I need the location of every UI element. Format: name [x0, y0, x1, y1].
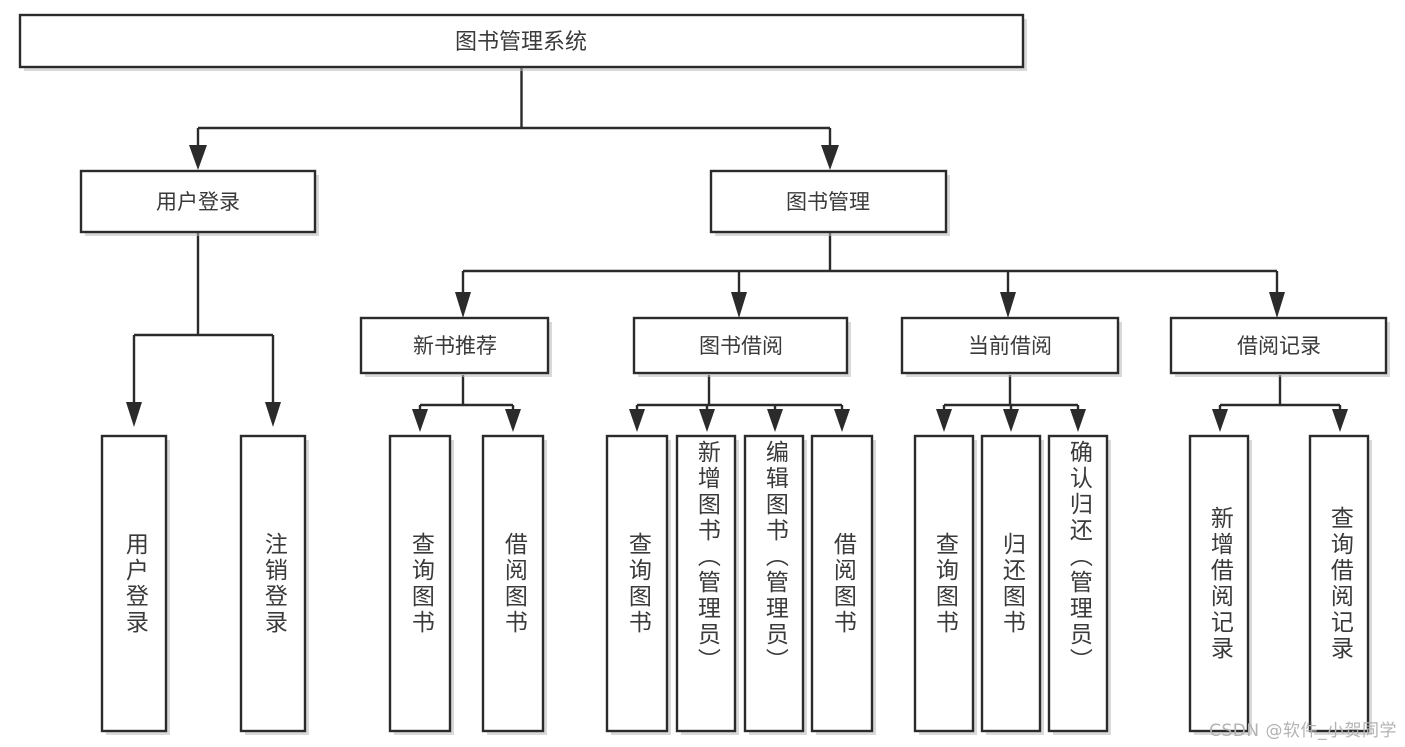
leaf-box-user-login-2[interactable]	[239, 434, 309, 735]
leaf-box-new-book-1[interactable]	[388, 434, 454, 735]
leaf-rect[interactable]	[913, 434, 975, 733]
leaf-box-book-borrow-2[interactable]	[675, 434, 739, 735]
node-borrow-records-label: 借阅记录	[1237, 334, 1321, 358]
leaf-box-current-borrow-3[interactable]	[1047, 434, 1111, 735]
node-current-borrow[interactable]: 当前借阅	[900, 316, 1122, 377]
watermark-text: CSDN @软件_小贺同学	[1209, 721, 1397, 741]
connector-group-bookborrow	[629, 375, 850, 432]
connector-group-borrowrecords	[1212, 375, 1348, 432]
node-current-borrow-label: 当前借阅	[968, 334, 1052, 358]
leaf-box-book-borrow-3[interactable]	[743, 434, 807, 735]
arrowhead-newbook	[455, 292, 471, 318]
leaf-rect[interactable]	[481, 434, 545, 733]
leaf-box-current-borrow-2[interactable]	[980, 434, 1044, 735]
connector-group-bookmgmt	[455, 232, 1285, 318]
arrowhead-bookmgmt	[821, 145, 839, 170]
node-user-login-box[interactable]	[79, 169, 317, 234]
node-new-book-recommend-box[interactable]	[359, 316, 550, 375]
leaf-box-borrow-records-2[interactable]	[1308, 434, 1372, 735]
arrowhead-bookborrow-leaf-4	[834, 409, 850, 432]
leaf-rect[interactable]	[239, 434, 307, 733]
node-root-label: 图书管理系统	[455, 30, 587, 55]
arrowhead-borrowrecords-leaf-1	[1212, 409, 1228, 432]
leaf-box-user-login-1[interactable]	[100, 434, 170, 735]
node-book-borrow[interactable]: 图书借阅	[632, 316, 851, 377]
connector-group-newbook	[412, 375, 521, 432]
leaf-box-book-borrow-1[interactable]	[605, 434, 671, 735]
leaf-box-new-book-2[interactable]	[481, 434, 547, 735]
arrowhead-borrowrecords	[1269, 292, 1285, 318]
arrowhead-userlogin-leaf-2	[265, 402, 281, 427]
arrowhead-borrowrecords-leaf-2	[1332, 409, 1348, 432]
node-book-management-label: 图书管理	[786, 190, 870, 214]
node-borrow-records[interactable]: 借阅记录	[1169, 316, 1390, 377]
arrowhead-newbook-leaf-1	[412, 409, 428, 432]
leaf-rect[interactable]	[1188, 434, 1250, 733]
node-current-borrow-box[interactable]	[900, 316, 1120, 375]
arrowhead-bookborrow-leaf-2	[699, 409, 715, 432]
arrowhead-bookborrow-leaf-1	[629, 409, 645, 432]
leaf-box-current-borrow-1[interactable]	[913, 434, 977, 735]
arrowhead-bookborrow-leaf-3	[767, 409, 783, 432]
node-borrow-records-box[interactable]	[1169, 316, 1388, 375]
leaf-rect[interactable]	[605, 434, 669, 733]
leaf-rect[interactable]	[100, 434, 168, 733]
arrowhead-newbook-leaf-2	[505, 409, 521, 432]
node-user-login-label: 用户登录	[156, 190, 240, 214]
arrowhead-currentborrow	[1000, 292, 1016, 318]
connector-group-currentborrow	[936, 375, 1086, 432]
node-book-borrow-label: 图书借阅	[699, 334, 783, 358]
arrowhead-currentborrow-leaf-2	[1003, 409, 1019, 432]
leaf-rect[interactable]	[1047, 434, 1109, 733]
arrowhead-userlogin	[189, 145, 207, 170]
leaf-rect[interactable]	[1308, 434, 1370, 733]
node-new-book-recommend-label: 新书推荐	[413, 334, 497, 358]
leaf-rect[interactable]	[675, 434, 737, 733]
node-user-login[interactable]: 用户登录	[79, 169, 319, 236]
node-root-box[interactable]	[18, 13, 1025, 69]
connector-group-root	[189, 68, 839, 170]
node-book-management[interactable]: 图书管理	[709, 169, 950, 236]
leaf-rect[interactable]	[980, 434, 1042, 733]
leaf-box-borrow-records-1[interactable]	[1188, 434, 1252, 735]
node-new-book-recommend[interactable]: 新书推荐	[359, 316, 552, 377]
arrowhead-bookborrow	[731, 292, 747, 318]
node-book-borrow-box[interactable]	[632, 316, 849, 375]
leaf-rect[interactable]	[743, 434, 805, 733]
arrowhead-userlogin-leaf-1	[126, 402, 142, 427]
node-root[interactable]: 图书管理系统	[18, 13, 1027, 71]
leaf-rect[interactable]	[388, 434, 452, 733]
leaf-rect[interactable]	[810, 434, 874, 733]
connector-group-userlogin	[126, 232, 281, 427]
arrowhead-currentborrow-leaf-3	[1070, 409, 1086, 432]
node-book-management-box[interactable]	[709, 169, 948, 234]
leaf-box-book-borrow-4[interactable]	[810, 434, 876, 735]
arrowhead-currentborrow-leaf-1	[936, 409, 952, 432]
